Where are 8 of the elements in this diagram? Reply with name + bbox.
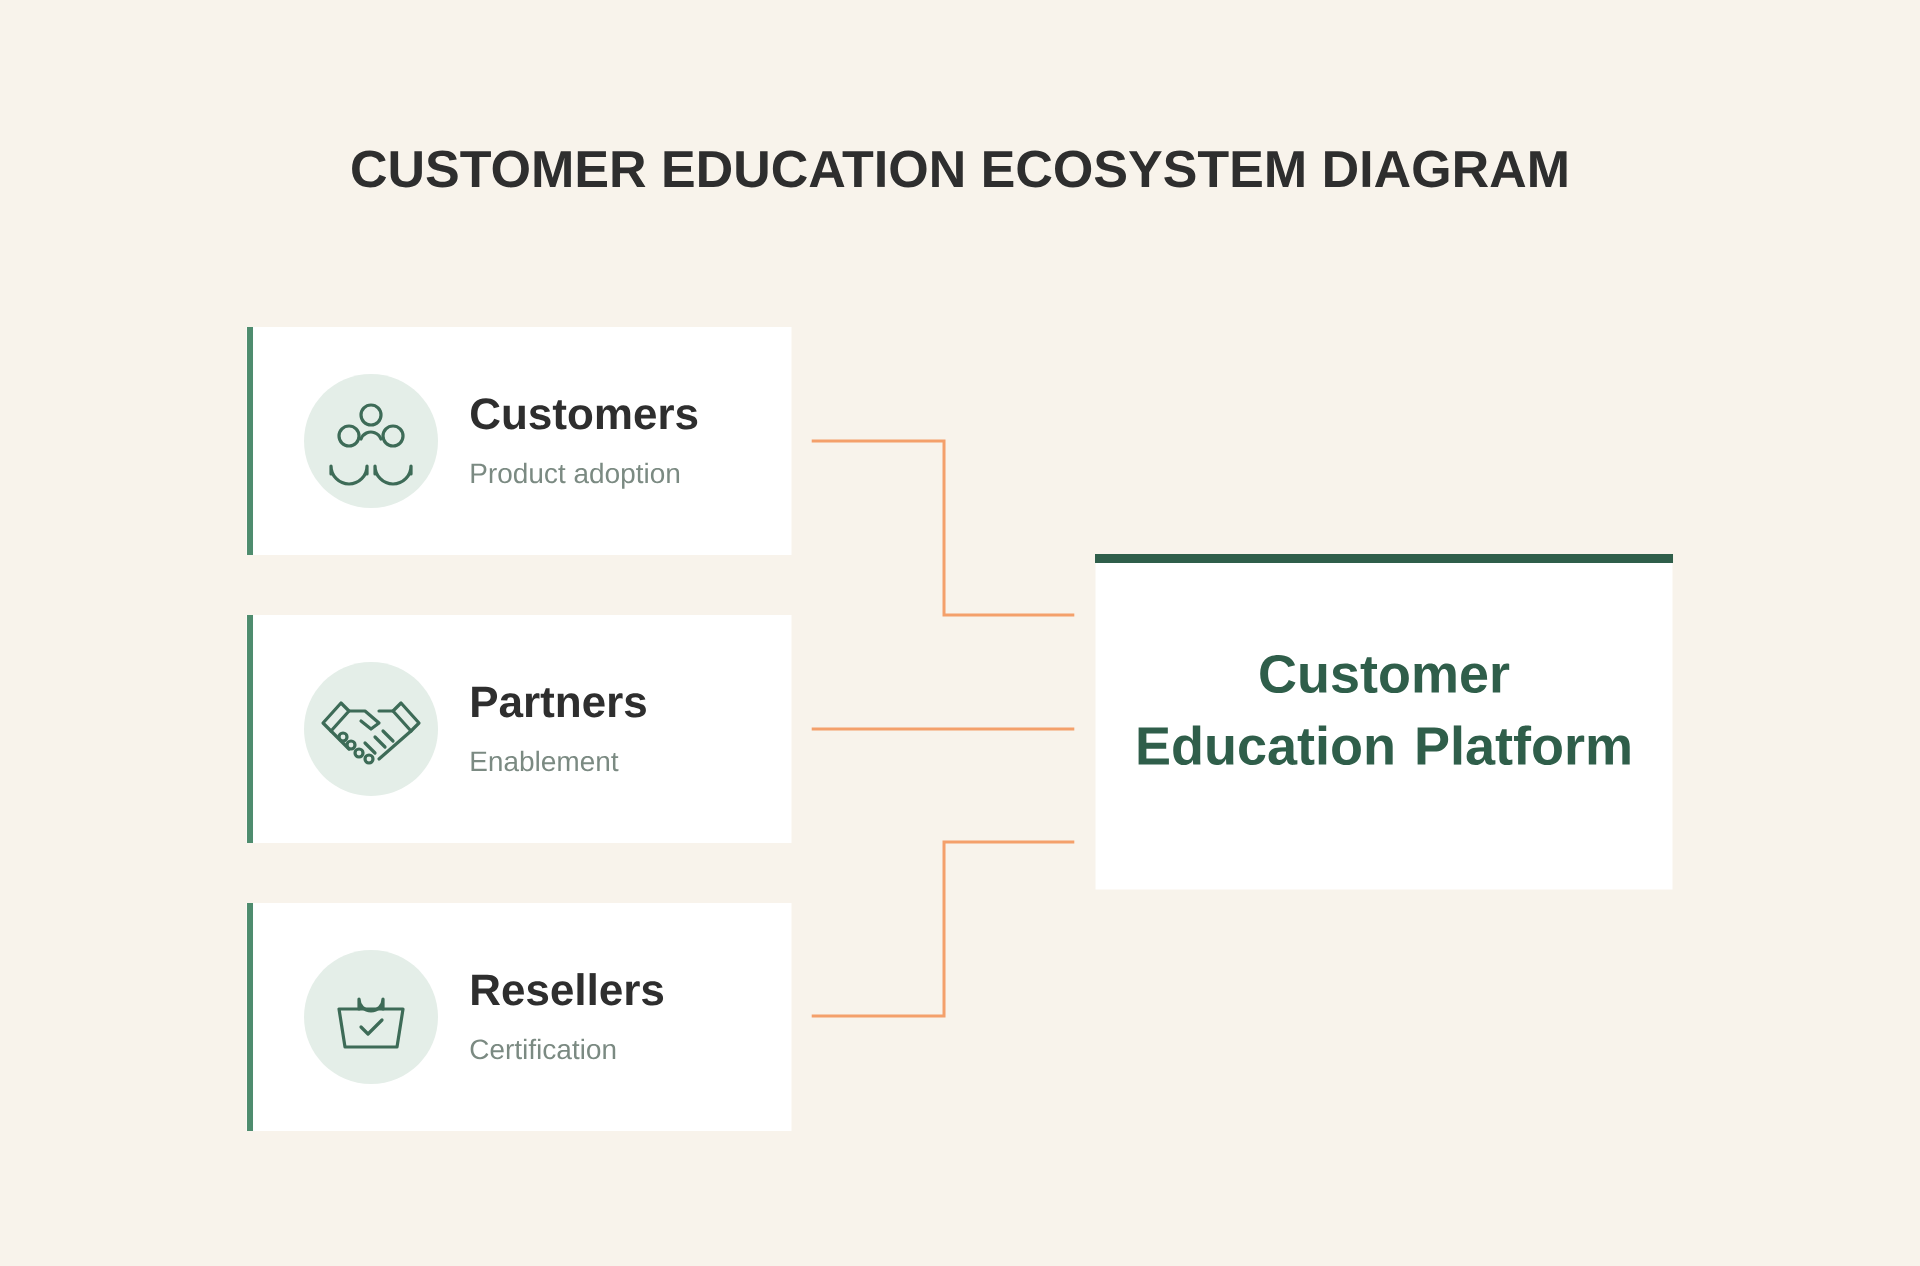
title: CUSTOMER EDUCATION ECOSYSTEM DIAGRAM [352,150,1567,188]
connector [811,727,1075,731]
platform-box: Customer Education Platform [1095,554,1673,890]
card: Resellers Certification [246,903,792,1131]
card: Customers Product adoption [246,327,792,555]
connector [811,439,1075,617]
card: Partners Enablement [246,615,792,843]
connector [811,840,1075,1018]
